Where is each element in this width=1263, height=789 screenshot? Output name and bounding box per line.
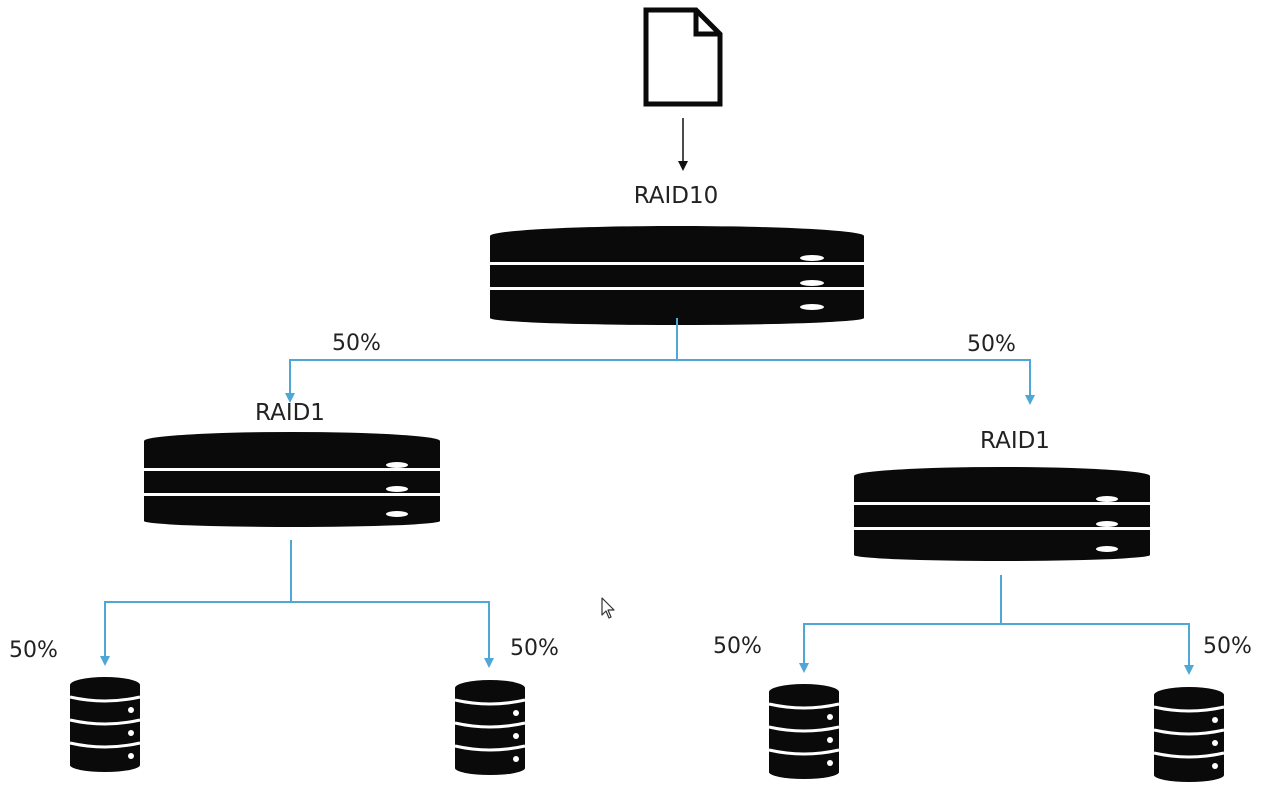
disk-4-percent: 50% <box>1203 634 1252 659</box>
disk-4-database-icon <box>1153 687 1225 782</box>
disk-2-percent: 50% <box>510 636 559 661</box>
document-icon <box>643 7 723 107</box>
raid1-right-server-stack-icon <box>854 467 1150 561</box>
raid1-left-server-stack-icon <box>144 432 440 527</box>
raid10-label: RAID10 <box>634 183 719 209</box>
split-left-percent: 50% <box>332 331 381 356</box>
raid1-left-label: RAID1 <box>255 400 325 426</box>
raid10-split-connector <box>285 318 1035 405</box>
disk-1-database-icon <box>69 677 141 772</box>
split-right-percent: 50% <box>967 332 1016 357</box>
disk-3-percent: 50% <box>713 634 762 659</box>
disk-2-database-icon <box>454 680 526 775</box>
raid1-left-connector <box>100 540 494 668</box>
disk-3-database-icon <box>768 684 840 779</box>
disk-1-percent: 50% <box>9 638 58 663</box>
raid1-right-label: RAID1 <box>980 428 1050 454</box>
raid1-right-connector <box>799 575 1194 675</box>
mouse-pointer-icon <box>601 597 615 619</box>
raid10-server-stack-icon <box>490 226 864 325</box>
